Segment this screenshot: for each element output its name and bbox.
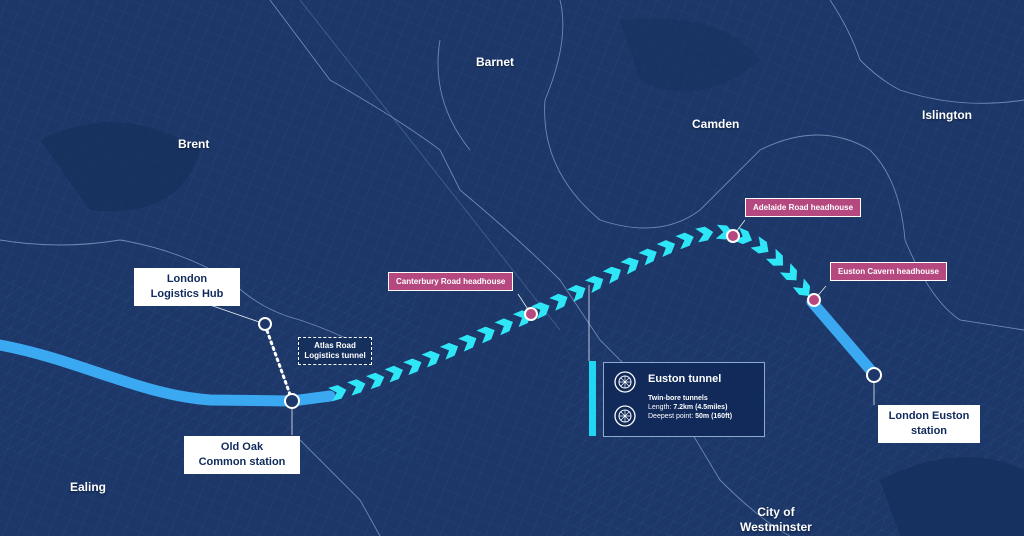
tunnel-chevron xyxy=(403,358,422,376)
tunnel-chevron xyxy=(695,226,714,243)
tunnel-bore-icon xyxy=(614,405,636,427)
area-westminster: City of Westminster xyxy=(740,505,812,534)
info-accent-bar xyxy=(589,361,596,436)
tunnel-chevron xyxy=(458,334,477,352)
tunnel-chevron xyxy=(365,372,385,390)
euston-station-label: London Euston station xyxy=(878,405,980,443)
tunnel-chevrons xyxy=(328,224,811,402)
canterbury-headhouse-node xyxy=(524,307,538,321)
tunnel-chevron xyxy=(765,248,784,266)
canterbury-headhouse-label: Canterbury Road headhouse xyxy=(388,272,514,291)
tunnel-chevron xyxy=(656,240,676,258)
area-camden: Camden xyxy=(692,117,740,131)
info-depth-value: 50m (160ft) xyxy=(695,413,733,420)
old-oak-node xyxy=(284,393,300,409)
info-depth-label: Deepest point: xyxy=(648,413,694,420)
area-brent: Brent xyxy=(178,137,210,151)
tunnel-info-panel: Euston tunnel Twin-bore tunnels Length: … xyxy=(603,362,765,437)
euston-cavern-headhouse-node xyxy=(807,293,821,307)
area-ealing: Ealing xyxy=(70,480,107,494)
tunnel-chevron xyxy=(328,385,347,402)
tunnel-chevron xyxy=(384,365,403,383)
tunnel-chevron xyxy=(584,275,604,293)
atlas-tunnel-label: Atlas Road Logistics tunnel xyxy=(298,337,372,365)
tunnel-chevron xyxy=(439,342,459,360)
old-oak-station-label: Old Oak Common station xyxy=(184,436,300,474)
tunnel-chevron xyxy=(620,257,639,275)
adelaide-headhouse-node xyxy=(726,229,740,243)
tunnel-chevron xyxy=(567,284,586,302)
tunnel-chevron xyxy=(638,248,657,266)
euston-cavern-headhouse-label: Euston Cavern headhouse xyxy=(830,262,947,281)
logistics-hub-node xyxy=(258,317,272,331)
info-length-value: 7.2km (4.5miles) xyxy=(673,404,728,411)
tunnel-chevron xyxy=(421,350,440,368)
tunnel-chevron xyxy=(792,278,811,296)
euston-node xyxy=(866,367,882,383)
info-title: Euston tunnel xyxy=(648,373,722,385)
area-islington: Islington xyxy=(922,108,972,122)
tunnel-chevron xyxy=(347,379,366,396)
logistics-hub-label: London Logistics Hub xyxy=(134,268,240,306)
tunnel-chevron xyxy=(675,232,694,250)
tunnel-chevron xyxy=(494,318,513,336)
tunnel-chevron xyxy=(549,293,568,311)
info-subtitle: Twin-bore tunnels xyxy=(648,395,708,402)
tunnel-chevron xyxy=(476,326,495,344)
tunnel-chevron xyxy=(602,266,621,284)
area-barnet: Barnet xyxy=(476,55,515,69)
tunnel-chevron xyxy=(750,236,769,254)
info-length: Length: 7.2km (4.5miles) xyxy=(648,404,727,411)
info-depth: Deepest point: 50m (160ft) xyxy=(648,413,732,420)
adelaide-headhouse-label: Adelaide Road headhouse xyxy=(745,198,862,217)
info-length-label: Length: xyxy=(648,404,672,411)
tunnel-chevron xyxy=(779,263,798,281)
tunnel-bore-icon xyxy=(614,371,636,393)
tunnel-chevron xyxy=(531,302,550,320)
